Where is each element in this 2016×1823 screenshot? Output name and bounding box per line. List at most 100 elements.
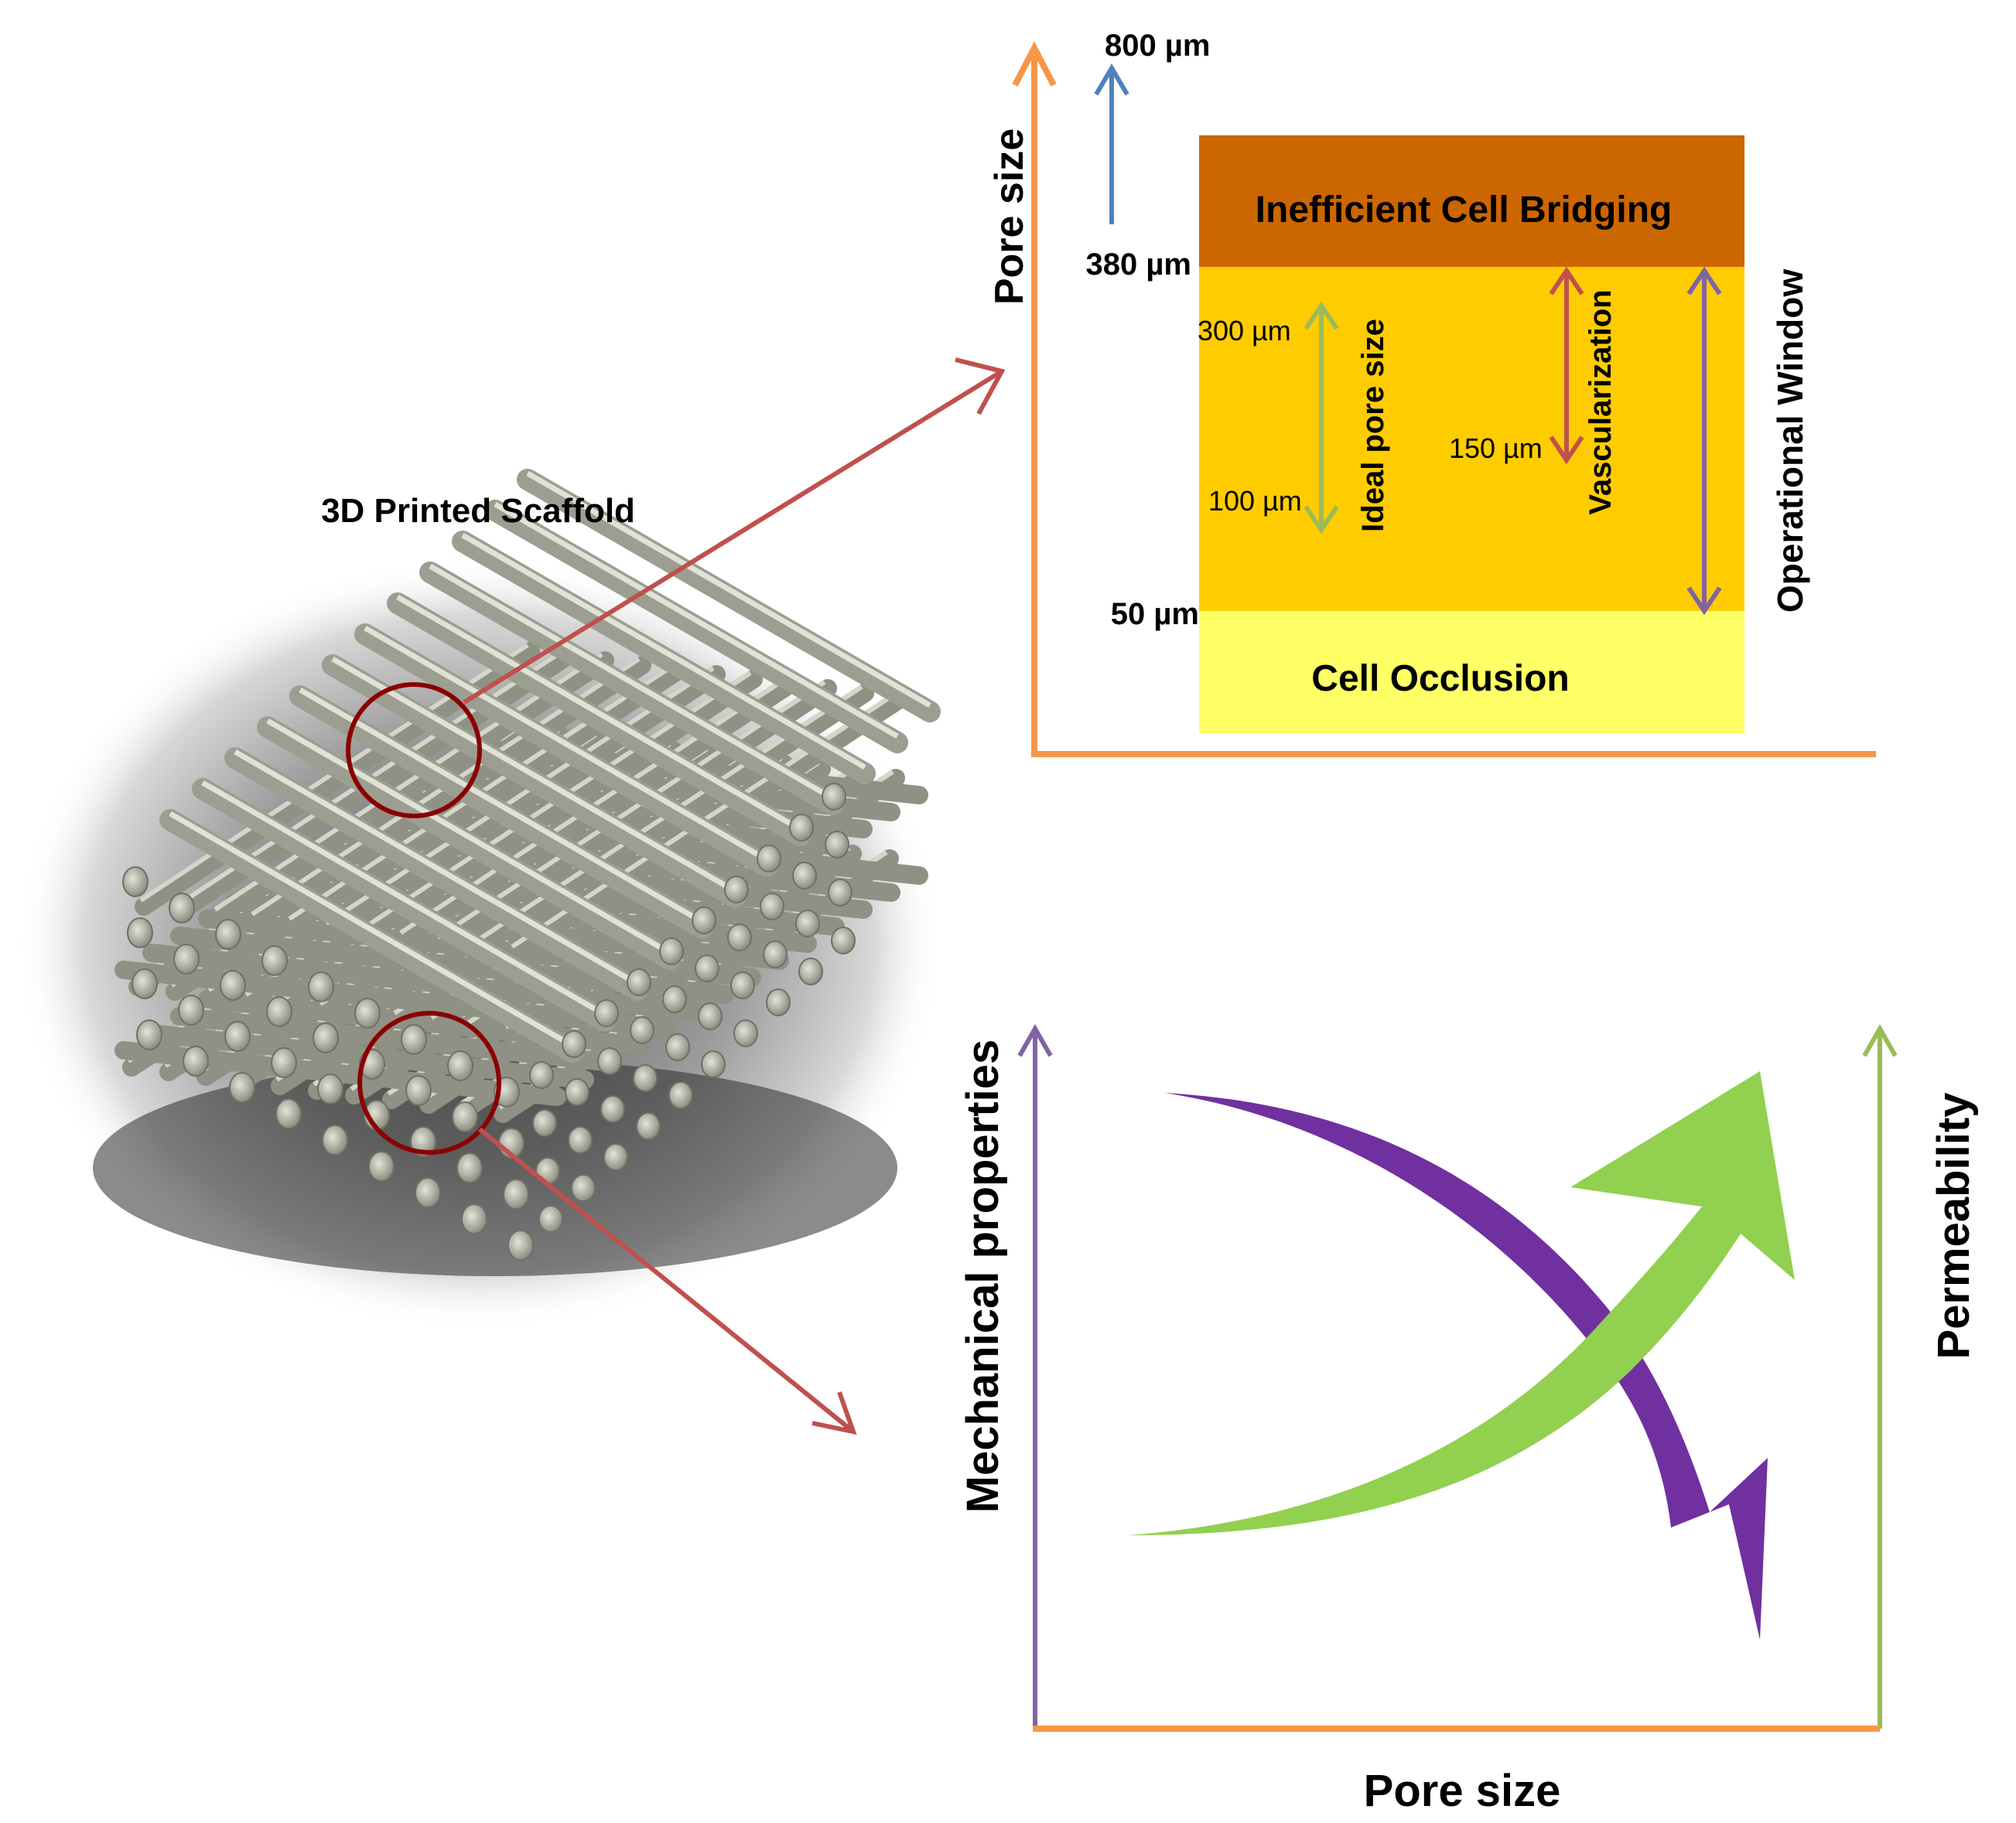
scaffold-rod-end-cap (368, 1151, 395, 1182)
scaffold-rod-end-cap (692, 906, 716, 934)
scaffold-rod-end-cap (322, 1125, 348, 1156)
label-vascularization: Vascularization (1584, 289, 1618, 514)
scaffold-rod-end-cap (730, 971, 755, 999)
scaffold-rod-end-cap (461, 1203, 487, 1234)
tradeoff-right-axis-label: Permeability (1929, 1093, 1979, 1360)
scaffold-rod-end-cap (275, 1098, 302, 1129)
tradeoff-left-axis-label: Mechanical properties (958, 1040, 1008, 1513)
scaffold-top-rod (387, 592, 811, 846)
permeability-curve-arrow (1128, 1071, 1795, 1535)
scaffold-illustration (15, 469, 944, 1330)
scaffold-top-rod (517, 469, 941, 722)
scaffold-rod-end-cap (603, 1143, 628, 1171)
scaffold-rod-end-cap (665, 1033, 690, 1061)
scaffold-rod-end-cap (354, 998, 381, 1029)
scaffold-rod-end-cap (405, 1075, 432, 1106)
arrow-vascularization (1549, 266, 1584, 465)
scaffold-rod-end-cap (701, 1050, 726, 1078)
scaffold-top-rod (354, 623, 778, 877)
zone-inefficient-label: Inefficient Cell Bridging (1256, 189, 1673, 230)
scaffold-top-rod (159, 809, 583, 1063)
scaffold-rod-end-cap (224, 1021, 251, 1052)
scaffold-rod-end-cap (261, 945, 288, 976)
mechanical-properties-curve-arrow (1164, 1093, 1768, 1640)
scaffold-top-rod-highlight (461, 532, 866, 770)
callout-arrow-bottom (478, 1127, 857, 1436)
scaffold-rod-end-cap (229, 1072, 255, 1103)
scaffold-rod-end-cap (503, 1179, 529, 1210)
scaffold-rod-end-cap (698, 1002, 723, 1030)
scaffold-rod-end-cap (760, 893, 784, 920)
arrow-operational-window (1686, 266, 1722, 616)
scaffold-rod-end-cap (627, 968, 651, 996)
arrow-ideal-pore-size (1304, 301, 1339, 534)
scaffold-rod-end-cap (733, 1019, 758, 1047)
scaffold-rod-end-cap (565, 1078, 589, 1106)
scaffold-rod (170, 1007, 622, 1072)
scaffold-top-rod (192, 778, 616, 1032)
scaffold-top-rod (224, 747, 648, 1001)
label-300um: 300 µm (1198, 315, 1291, 347)
scaffold-rod-end-cap (532, 1109, 557, 1137)
scaffold-top-rod (484, 500, 908, 753)
scaffold-rod-end-cap (825, 831, 849, 859)
label-operational-window: Operational Window (1770, 269, 1810, 613)
scaffold-top-rod-highlight (266, 718, 671, 956)
scaffold-rod (142, 944, 594, 1009)
pore-chart-axes (1012, 41, 1876, 757)
zone-inefficient-cell-bridging (1199, 135, 1744, 267)
scaffold-rod-end-cap (415, 1177, 441, 1208)
scaffold-rod-end-cap (169, 893, 195, 923)
scaffold-rod (432, 679, 837, 953)
arrow-800um-marker (1094, 63, 1129, 224)
scaffold-rod-end-cap (401, 1024, 427, 1055)
scaffold-rod-end-cap (828, 879, 853, 906)
label-100um: 100 µm (1208, 485, 1302, 517)
scaffold-rod-end-cap (507, 1230, 534, 1261)
scaffold-rod-end-cap (662, 985, 687, 1013)
scaffold-rod-end-cap (266, 996, 292, 1027)
scaffold-rod-end-cap (447, 1050, 473, 1081)
zone-occlusion-label: Cell Occlusion (1311, 658, 1569, 699)
scaffold-rod-end-cap (668, 1081, 693, 1109)
scaffold-top-rod (322, 654, 746, 908)
scaffold-top-rod-highlight (429, 563, 834, 801)
scaffold-top-rod-highlight (526, 470, 931, 708)
scaffold-rod-end-cap (173, 944, 200, 975)
scaffold-rod-end-cap (724, 876, 749, 903)
scaffold-title: 3D Printed Scaffold (321, 492, 635, 530)
scaffold-rod-end-cap (757, 845, 781, 872)
scaffold-rod-end-cap (317, 1074, 343, 1104)
pore-highlight-circle-bottom (357, 1011, 501, 1155)
scaffold-top-rod (452, 531, 876, 784)
scaffold-rod-end-cap (594, 999, 619, 1027)
scaffold-rod-end-cap (136, 1019, 162, 1050)
scaffold-top-rod (289, 685, 713, 939)
scaffold-top-rod-highlight (494, 501, 899, 739)
scaffold-rod-end-cap (313, 1022, 339, 1053)
scaffold-rod-end-cap (456, 1152, 483, 1183)
scaffold-rod-end-cap (795, 910, 820, 937)
scaffold-rod-end-cap (636, 1112, 661, 1140)
scaffold-rod-end-cap (538, 1205, 563, 1233)
scaffold-top-rod-highlight (299, 687, 704, 925)
left-axis-mechanical (1017, 1023, 1053, 1729)
scaffold-rod-end-cap (763, 941, 788, 968)
tradeoff-x-axis-label: Pore size (1364, 1766, 1561, 1816)
scaffold-rod-end-cap (132, 968, 158, 999)
scaffold-top-rod-highlight (331, 656, 736, 894)
pore-highlight-circle-top (346, 682, 482, 818)
scaffold-rod-end-cap (659, 937, 684, 965)
scaffold-rod-end-cap (766, 988, 791, 1016)
scaffold-rod-end-cap (220, 970, 246, 1001)
scaffold-rod-end-cap (215, 919, 241, 950)
scaffold-rod-end-cap (529, 1061, 554, 1089)
scaffold-top-rod (419, 562, 843, 815)
pore-chart-y-axis-label: Pore size (987, 128, 1032, 305)
callout-arrow-top (463, 357, 1006, 705)
scaffold-rod-end-cap (597, 1047, 622, 1075)
scaffold-rod-end-cap (831, 927, 856, 954)
scaffold-rod-end-cap (271, 1047, 297, 1078)
scaffold-rod-end-cap (727, 923, 752, 951)
